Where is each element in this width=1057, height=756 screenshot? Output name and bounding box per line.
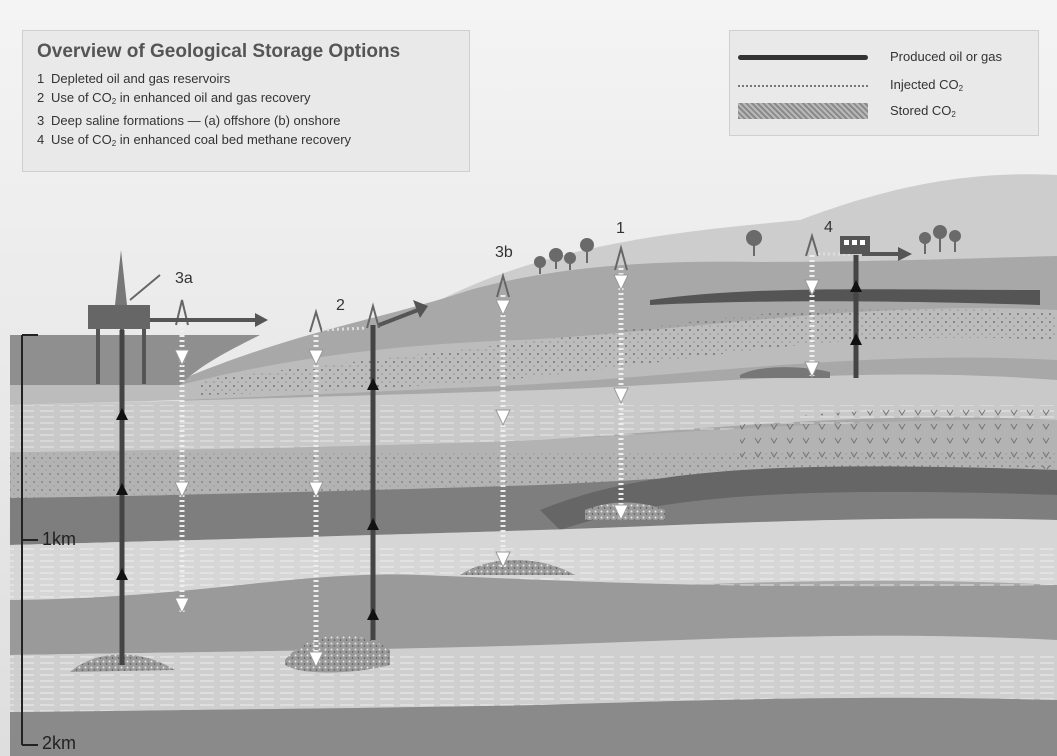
pipeline-2-prod (378, 308, 419, 327)
legend-item-produced: Produced oil or gas (738, 47, 1028, 67)
coal-seam (740, 367, 830, 378)
derricks (175, 232, 819, 333)
site-label-1: 1 (616, 220, 625, 237)
depth-label-1km: 1km (42, 529, 77, 549)
dark-band (540, 466, 1057, 530)
site-label-3a: 3a (175, 270, 193, 287)
legend-item-stored: Stored CO2 (738, 101, 1028, 121)
coal-seam-vees (740, 405, 1057, 470)
injection-well-3b (495, 295, 511, 569)
legend-item-injected: Injected CO2 (738, 75, 1028, 95)
sea (10, 335, 260, 385)
site-label-3b: 3b (495, 244, 513, 261)
injection-well-2 (308, 330, 324, 669)
site-label-2: 2 (336, 297, 345, 314)
injected-co2-swatch (738, 85, 868, 87)
stored-co2-swatch (738, 103, 868, 119)
site-label-4: 4 (824, 219, 833, 236)
legend: Produced oil or gas Injected CO2 Stored … (729, 30, 1039, 136)
depth-scale-bar (21, 334, 38, 746)
stratum-8 (10, 697, 1057, 756)
production-well-2 (367, 325, 379, 640)
injection-well-4 (804, 255, 820, 379)
production-well-4 (850, 255, 862, 378)
offshore-platform (88, 250, 161, 384)
production-well-3a (116, 330, 128, 665)
trees (534, 225, 961, 274)
stratum-dotted-upper (200, 307, 1057, 395)
depth-label-2km: 2km (42, 733, 77, 753)
options-panel: Overview of Geological Storage Options 1… (22, 30, 470, 172)
injection-well-3a (174, 325, 190, 615)
reservoir-3b (460, 560, 575, 575)
oil-gas-layer (650, 289, 1040, 305)
diagram-title: Overview of Geological Storage Options (37, 41, 401, 62)
reservoir-2 (285, 635, 390, 673)
stratum-6 (10, 574, 1057, 655)
produced-oil-gas-swatch (738, 55, 868, 60)
injection-well-1 (613, 268, 629, 522)
facility-building (840, 236, 870, 254)
